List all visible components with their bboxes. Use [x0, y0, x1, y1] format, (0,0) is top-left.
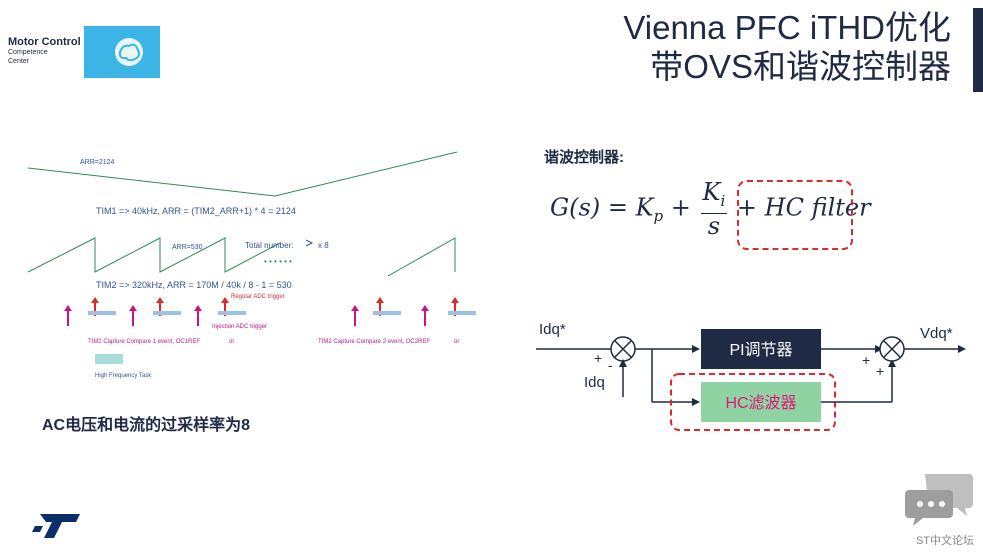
arr2-label: ARR=530 [172, 244, 203, 251]
formula-plus-1: + [670, 193, 691, 222]
curly-bracket [305, 239, 314, 247]
regular-adc-trigger-label: Regular ADC trigger [231, 294, 285, 300]
tim2-sawtooth-wave [27, 237, 281, 273]
tim2-sawtooth-wave-end [387, 237, 456, 277]
brain-icon [84, 26, 160, 78]
injection-adc-arrows [64, 305, 429, 326]
total-number-label: Total number: [245, 241, 293, 250]
ac-oversampling-caption: AC电压和电流的过采样率为8 [42, 417, 251, 434]
ki-over-s-fraction: Ki s [700, 178, 728, 240]
regular-adc-arrows [91, 297, 459, 316]
forum-label: ST中文论坛 [915, 535, 974, 547]
high-frequency-task-label: High Frequency Task [95, 373, 152, 379]
hc-filter-label: HC滤波器 [725, 394, 796, 412]
pi-controller-label: PI调节器 [729, 341, 792, 359]
high-frequency-task-bar [95, 354, 123, 364]
x8-label: x 8 [318, 241, 329, 250]
logo-text: Motor Control Competence Center [8, 36, 81, 66]
logo-line2: Competence [8, 49, 48, 56]
hc-filter-block [701, 382, 821, 422]
pi-controller-block [701, 329, 821, 369]
logo-line3: Center [8, 58, 30, 65]
page-title: Vienna PFC iTHD优化 带OVS和谐波控制器 [623, 8, 951, 86]
hc-filter-highlight [737, 180, 853, 250]
sum2-plus-bottom: + [876, 363, 884, 379]
dots: • • • • • • [264, 257, 292, 266]
cc2-or: or [454, 339, 459, 345]
formula-plus-2: + [736, 193, 758, 222]
cc2-label: TIM2 Capture Compare 2 event, OC2REF [318, 339, 430, 345]
ki-subscript: i [720, 191, 726, 210]
timing-diagram: ARR=2124 TIM1 => 40kHz, ARR = (TIM2_ARR+… [27, 151, 476, 379]
sum2-plus-left: + [862, 352, 870, 368]
ki-symbol: K [702, 178, 721, 206]
idq-star-label: Idq* [539, 321, 566, 338]
title-line1: Vienna PFC iTHD优化 [623, 9, 951, 46]
forum-chat-icon [905, 474, 973, 526]
harmonic-controller-title: 谐波控制器: [544, 149, 624, 166]
formula-lhs: G(s) = K [550, 193, 654, 222]
vdq-star-label: Vdq* [920, 325, 953, 342]
kp-subscript: p [653, 207, 664, 226]
control-block-diagram: Idq* + - Idq PI调节器 HC滤波器 + + Vdq* [536, 321, 966, 431]
logo-line1: Motor Control [8, 36, 81, 48]
injection-adc-trigger-label: Injection ADC trigger [212, 324, 267, 330]
cc1-or: or [229, 339, 234, 345]
cc1-label: TIM2 Capture Compare 1 event, OC1REF [88, 339, 200, 345]
title-line2: 带OVS和谐波控制器 [650, 48, 951, 85]
idq-label: Idq [584, 374, 605, 391]
sum1-minus: - [608, 357, 613, 373]
title-accent-bar [973, 8, 983, 92]
arr1-label: ARR=2124 [80, 159, 115, 166]
tim1-triangle-wave [27, 151, 458, 197]
s-symbol: s [707, 211, 721, 240]
sum1-plus: + [594, 350, 602, 366]
tim1-label: TIM1 => 40kHz, ARR = (TIM2_ARR+1) * 4 = … [96, 206, 296, 216]
st-logo-icon [32, 514, 80, 538]
adc-sample-boxes [88, 311, 476, 315]
tim2-label: TIM2 => 320kHz, ARR = 170M / 40k / 8 - 1… [96, 280, 292, 290]
